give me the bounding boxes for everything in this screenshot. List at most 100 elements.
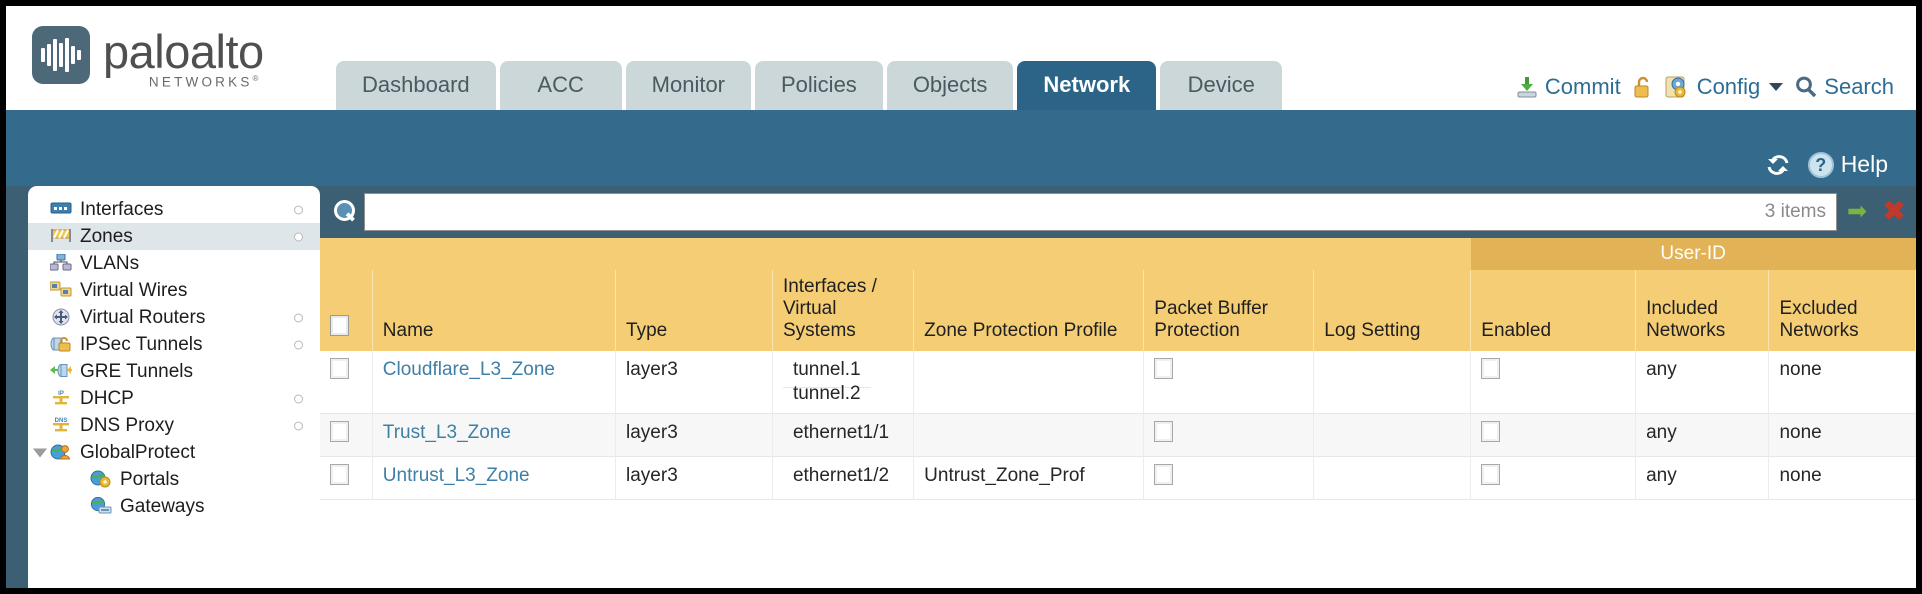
filter-search-icon[interactable]	[332, 199, 358, 225]
item-count-label: 3 items	[1764, 201, 1826, 222]
zone-interfaces-cell: ethernet1/2	[772, 456, 915, 500]
table-row[interactable]: Trust_L3_Zone layer3 ethernet1/1 any	[320, 413, 1916, 457]
zone-name-link[interactable]: Untrust_L3_Zone	[382, 465, 530, 486]
packet-buffer-protection-checkbox[interactable]	[1154, 421, 1174, 442]
tab-objects[interactable]: Objects	[886, 61, 1014, 110]
row-select-cell	[320, 456, 373, 500]
top-header: paloalto NETWORKS® Dashboard ACC Monitor…	[6, 6, 1916, 110]
apply-filter-arrow-icon[interactable]	[1847, 199, 1873, 225]
userid-enabled-checkbox[interactable]	[1481, 358, 1501, 379]
zone-interfaces-cell: tunnel.1 tunnel.2	[772, 351, 915, 414]
search-button[interactable]: Search	[1794, 74, 1894, 100]
table-row[interactable]: Cloudflare_L3_Zone layer3 tunnel.1 tunne…	[320, 351, 1916, 414]
sidebar-item-ipsec-tunnels[interactable]: IPSec Tunnels	[28, 331, 320, 358]
zone-protection-profile-cell	[913, 413, 1145, 457]
tab-dashboard[interactable]: Dashboard	[336, 61, 496, 110]
sidebar-item-label: Gateways	[120, 495, 205, 517]
column-header-zone-protection-profile[interactable]: Zone Protection Profile	[913, 270, 1145, 351]
zones-table-body: Cloudflare_L3_Zone layer3 tunnel.1 tunne…	[320, 351, 1916, 500]
commit-button[interactable]: Commit	[1515, 74, 1621, 100]
column-header-excluded-networks[interactable]: Excluded Networks	[1768, 270, 1916, 351]
search-input[interactable]	[375, 201, 1755, 223]
tab-policies[interactable]: Policies	[755, 61, 883, 110]
packet-buffer-protection-checkbox[interactable]	[1154, 464, 1174, 485]
tab-network[interactable]: Network	[1017, 61, 1157, 110]
expander-triangle-icon[interactable]	[33, 448, 47, 457]
commit-label: Commit	[1544, 74, 1621, 99]
sub-toolbar: ? Help	[6, 110, 1916, 186]
sidebar-item-vlans[interactable]: VLANs	[28, 250, 320, 277]
column-header-log-setting[interactable]: Log Setting	[1313, 270, 1472, 351]
sidebar-item-globalprotect[interactable]: GlobalProtect	[28, 439, 320, 466]
chevron-down-icon	[1769, 83, 1784, 91]
dns-proxy-icon: DNS	[50, 416, 72, 435]
sidebar-item-label: Portals	[120, 468, 180, 490]
lock-button[interactable]	[1632, 75, 1654, 99]
commit-icon	[1517, 77, 1537, 98]
portals-icon	[90, 470, 112, 489]
userid-enabled-cell	[1470, 456, 1637, 500]
help-button[interactable]: ? Help	[1807, 151, 1888, 178]
zone-protection-profile-cell	[913, 351, 1145, 414]
userid-enabled-cell	[1470, 351, 1637, 414]
row-checkbox[interactable]	[330, 421, 349, 442]
column-header-interfaces[interactable]: Interfaces / Virtual Systems	[772, 270, 915, 351]
column-header-included-networks[interactable]: Included Networks	[1635, 270, 1770, 351]
zone-name-link[interactable]: Cloudflare_L3_Zone	[382, 359, 555, 380]
excluded-networks-cell: none	[1768, 456, 1916, 500]
svg-text:DNS: DNS	[55, 418, 68, 424]
column-header-packet-buffer-protection[interactable]: Packet Buffer Protection	[1143, 270, 1315, 351]
sidebar-item-zones[interactable]: Zones	[28, 223, 320, 250]
brand-logo: paloalto NETWORKS®	[32, 26, 264, 90]
userid-enabled-checkbox[interactable]	[1481, 421, 1501, 442]
zone-name-link[interactable]: Trust_L3_Zone	[382, 422, 511, 443]
zone-name-cell: Trust_L3_Zone	[372, 413, 617, 457]
interface-entry: tunnel.1	[782, 352, 871, 388]
clear-filter-x-icon[interactable]: ✖	[1882, 196, 1906, 226]
virtual-wires-icon	[49, 281, 72, 300]
row-checkbox[interactable]	[330, 358, 349, 379]
sidebar-item-dhcp[interactable]: IP DHCP	[28, 385, 320, 412]
userid-enabled-checkbox[interactable]	[1481, 464, 1501, 485]
sidebar-item-label: Interfaces	[80, 198, 164, 220]
row-checkbox[interactable]	[330, 464, 349, 485]
column-header-type[interactable]: Type	[615, 270, 773, 351]
sidebar-status-dot	[294, 340, 303, 349]
config-icon	[1665, 76, 1686, 98]
sidebar-item-portals[interactable]: Portals	[28, 466, 320, 493]
sidebar-status-dot	[294, 232, 303, 241]
main-nav-tabs: Dashboard ACC Monitor Policies Objects N…	[336, 61, 1286, 110]
sidebar-item-virtual-routers[interactable]: Virtual Routers	[28, 304, 320, 331]
zone-name-cell: Untrust_L3_Zone	[372, 456, 617, 500]
interfaces-icon	[50, 200, 72, 219]
tab-device[interactable]: Device	[1160, 61, 1283, 110]
paloalto-logo-icon	[32, 26, 90, 84]
sidebar-item-label: Virtual Routers	[80, 306, 206, 328]
sidebar-item-label: IPSec Tunnels	[80, 333, 203, 355]
column-header-name[interactable]: Name	[372, 270, 617, 351]
config-menu[interactable]: Config	[1665, 74, 1784, 100]
network-sidebar: Interfaces Zones VLANs Vir	[28, 186, 320, 588]
content-area: Interfaces Zones VLANs Vir	[6, 186, 1916, 588]
sidebar-item-gateways[interactable]: Gateways	[28, 493, 320, 520]
select-all-checkbox[interactable]	[330, 315, 349, 336]
column-header-enabled[interactable]: Enabled	[1470, 270, 1637, 351]
zone-protection-profile-cell: Untrust_Zone_Prof	[913, 456, 1145, 500]
svg-text:IP: IP	[58, 391, 64, 397]
table-row[interactable]: Untrust_L3_Zone layer3 ethernet1/2 Untru…	[320, 456, 1916, 500]
tab-monitor[interactable]: Monitor	[625, 61, 751, 110]
refresh-button[interactable]	[1764, 153, 1792, 177]
globalprotect-icon	[50, 443, 72, 462]
sidebar-item-gre-tunnels[interactable]: GRE Tunnels	[28, 358, 320, 385]
sidebar-status-dot	[294, 394, 303, 403]
packet-buffer-protection-checkbox[interactable]	[1154, 358, 1174, 379]
zones-table: User-ID Name Type Interfaces / Virtual S…	[320, 238, 1916, 500]
userid-enabled-cell	[1470, 413, 1637, 457]
sidebar-item-dns-proxy[interactable]: DNS DNS Proxy	[28, 412, 320, 439]
refresh-icon	[1767, 154, 1789, 175]
tab-acc[interactable]: ACC	[499, 61, 622, 110]
sidebar-item-virtual-wires[interactable]: Virtual Wires	[28, 277, 320, 304]
sidebar-item-interfaces[interactable]: Interfaces	[28, 196, 320, 223]
top-action-bar: Commit Config	[1515, 74, 1894, 100]
select-all-header	[320, 270, 373, 351]
